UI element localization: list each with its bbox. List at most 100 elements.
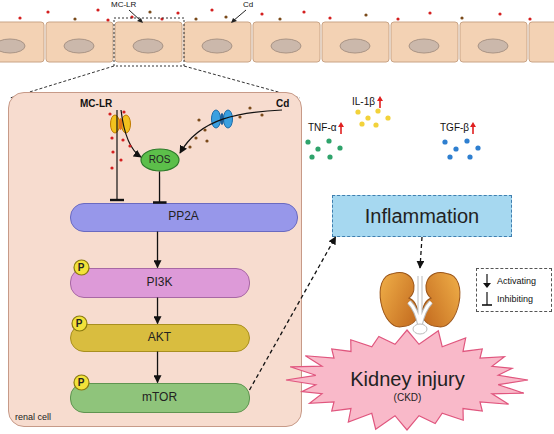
phosphate-circle: P — [73, 374, 90, 391]
activation-connector — [157, 298, 158, 324]
legend-line — [486, 274, 487, 284]
phosphate-circle: P — [71, 315, 88, 332]
activation-line — [180, 110, 282, 153]
cell-illustration — [108, 106, 282, 200]
increase-arrowhead — [377, 96, 383, 101]
node-text: mTOR — [142, 391, 177, 404]
exposure-arrow — [233, 10, 246, 21]
bladder — [413, 324, 427, 334]
toxin-label: Cd — [276, 98, 289, 109]
increase-arrow — [340, 126, 342, 134]
cell-nucleus — [0, 39, 25, 53]
cell-nucleus — [409, 39, 439, 53]
kidney-illustration — [376, 270, 420, 330]
tgfb-dot — [475, 145, 480, 150]
exposure-arrowhead — [137, 18, 143, 23]
toxin-dot — [194, 17, 197, 20]
toxin-dot — [46, 10, 49, 13]
legend-entry: Activating — [481, 273, 547, 289]
cytokine-label: TNF-α — [308, 122, 337, 133]
node-text: Kidney injury — [285, 368, 530, 390]
toxin-dot — [210, 8, 213, 11]
node-text: renal cell — [15, 413, 51, 423]
toxin-dot — [498, 12, 501, 15]
node-text: AKT — [148, 331, 171, 344]
kidney-illustration — [419, 270, 463, 330]
tnfa-dot — [305, 139, 310, 144]
ros-ellipse: ROS — [140, 148, 180, 172]
activation-connector — [420, 237, 422, 268]
node-text: Inflammation — [365, 205, 480, 227]
tgfb-dot — [442, 139, 447, 144]
epithelial-cell — [253, 22, 320, 62]
pathway-box: PP2A — [70, 203, 298, 232]
epithelial-cell — [46, 22, 113, 62]
toxin-dot — [203, 128, 206, 131]
epithelial-cell — [460, 22, 527, 62]
node-outline — [72, 316, 87, 331]
cytokine-label: TGF-β — [440, 122, 469, 133]
toxin-dot — [106, 18, 109, 21]
node-outline — [74, 260, 89, 275]
increase-arrowhead — [338, 122, 344, 127]
tgfb-dot — [464, 138, 469, 143]
inhibition-line — [116, 110, 117, 200]
activating-symbol — [481, 273, 493, 289]
node-outline — [74, 375, 89, 390]
toxin-dot — [248, 106, 251, 109]
node-text: PP2A — [168, 210, 199, 223]
epithelial-cell — [529, 22, 554, 62]
toxin-dot — [205, 139, 208, 142]
phosphate-circle: P — [73, 259, 90, 276]
exposure-arrowhead — [231, 18, 237, 23]
node-text: PI3K — [146, 276, 172, 289]
legend-text: Inhibiting — [497, 294, 533, 304]
epithelial-cell — [115, 22, 182, 62]
node-text: P — [78, 377, 85, 388]
il1b-dot — [375, 108, 380, 113]
toxin-dot — [119, 158, 122, 161]
receptor-channel — [220, 113, 224, 125]
receptor — [224, 110, 233, 128]
ureter — [409, 276, 431, 326]
epithelial-cell — [322, 22, 389, 62]
cell-nucleus — [133, 39, 163, 53]
toxin-dot — [238, 115, 241, 118]
epithelial-cell — [0, 22, 44, 62]
tnfa-dot — [327, 154, 332, 159]
cytokine-label: IL-1β — [352, 96, 375, 107]
toxin-dot — [328, 16, 331, 19]
activation-line — [121, 110, 141, 157]
increase-arrowhead — [470, 122, 476, 127]
increase-arrow — [379, 100, 381, 108]
il1b-dot — [365, 115, 370, 120]
toxin-dot — [194, 136, 197, 139]
increase-arrows — [338, 96, 476, 134]
toxin-dot — [188, 145, 191, 148]
toxin-dot — [396, 17, 399, 20]
tgfb-dot — [453, 146, 458, 151]
cell-nucleus — [478, 39, 508, 53]
epithelial-cell — [391, 22, 458, 62]
ureter-outline — [409, 276, 431, 326]
node-text: P — [78, 262, 85, 273]
cell-nucleus — [202, 39, 232, 53]
toxin-dot — [73, 17, 76, 20]
il1b-dot — [385, 115, 390, 120]
toxin-dot — [176, 11, 179, 14]
renal-cell-compartment: renal cell ROS PP2A P PI3K P AKT PmTOR — [8, 92, 302, 427]
toxin-dot — [364, 13, 367, 16]
cell-nucleus — [340, 39, 370, 53]
node-text: (CKD) — [285, 392, 530, 403]
legend-line — [486, 292, 487, 305]
activation-connector — [157, 352, 158, 383]
legend-bar — [482, 304, 492, 306]
cytokine-dots — [305, 108, 480, 159]
legend-box: ActivatingInhibiting — [476, 268, 552, 312]
toxin-dot — [528, 17, 531, 20]
toxin-dot — [128, 144, 131, 147]
tnfa-dot — [337, 145, 342, 150]
zoom-frame — [114, 18, 184, 66]
node-text: P — [76, 318, 83, 329]
